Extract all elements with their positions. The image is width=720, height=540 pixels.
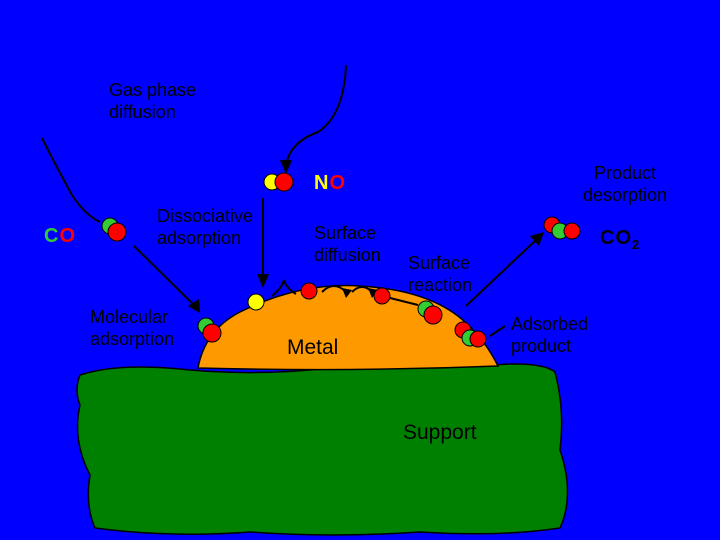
co-oxygen-atom: [107, 222, 127, 242]
label-surface-diffusion: Surface diffusion: [314, 223, 381, 265]
adsorbed-nitrogen-atom: [247, 293, 265, 311]
support-block: [76, 362, 569, 536]
formula-co: CO: [44, 225, 76, 248]
arrowhead: [257, 274, 269, 288]
co2-oxygen-atom: [563, 222, 581, 240]
label-support: Support: [403, 421, 477, 444]
formula-co2: CO2: [600, 227, 641, 252]
diffused-oxygen-atom: [373, 287, 391, 305]
formula-no-o: O: [329, 172, 347, 194]
label-dissociative-adsorption: Dissociative adsorption: [157, 206, 254, 248]
molecular-adsorption-arrow: [133, 245, 195, 306]
label-surface-reaction: Surface reaction: [408, 253, 473, 295]
arrowhead: [530, 232, 544, 246]
formula-no: NO: [314, 172, 346, 195]
product-desorption-arrow: [465, 239, 537, 307]
dissociation-fork: [271, 279, 297, 297]
arrowhead: [280, 160, 292, 174]
no-oxygen-atom: [274, 172, 294, 192]
arrowhead: [368, 288, 378, 298]
label-adsorbed-product: Adsorbed product: [511, 314, 589, 356]
label-metal: Metal: [287, 336, 339, 359]
arrowhead: [342, 288, 352, 298]
adsorbed-product-pointer: [489, 325, 506, 337]
label-molecular-adsorption: Molecular adsorption: [90, 307, 175, 349]
arrowhead: [188, 299, 200, 313]
metal-particle: [197, 284, 500, 371]
reacting-co-oxygen-atom: [423, 305, 443, 325]
formula-no-n: N: [314, 172, 330, 194]
label-product-desorption: Product desorption: [583, 163, 668, 205]
gas-diffusion-arrow-right: [285, 64, 347, 166]
gas-diffusion-arrow-left: [41, 137, 101, 223]
adsorbed-co-oxygen-atom: [202, 323, 222, 343]
formula-co-c: C: [44, 225, 60, 247]
adsorbed-co2-oxygen-atom: [469, 330, 487, 348]
label-gas-phase-diffusion: Gas phase diffusion: [109, 80, 197, 122]
formula-co-o: O: [59, 225, 77, 247]
adsorbed-oxygen-atom: [300, 282, 318, 300]
